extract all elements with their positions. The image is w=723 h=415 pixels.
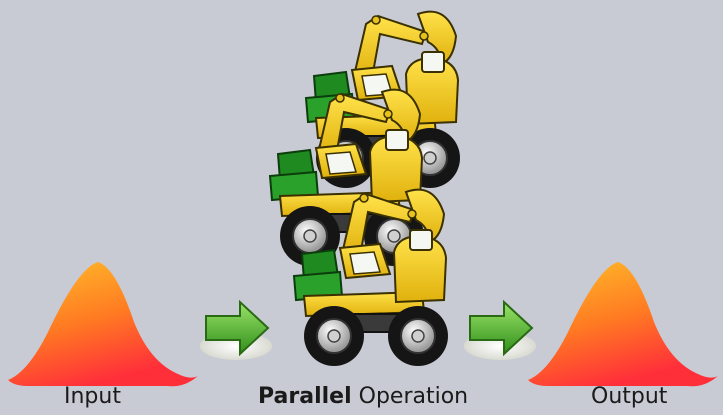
input-sand-pile-icon <box>8 262 198 386</box>
output-label: Output <box>591 384 667 410</box>
arrow-right-icon <box>464 302 536 360</box>
operation-word: Operation <box>359 384 468 409</box>
parallel-operation-label: Parallel Operation <box>258 384 468 410</box>
input-label: Input <box>64 384 121 410</box>
arrow-right-icon <box>200 302 272 360</box>
output-sand-pile-icon <box>528 262 718 386</box>
parallel-word: Parallel <box>258 384 352 409</box>
